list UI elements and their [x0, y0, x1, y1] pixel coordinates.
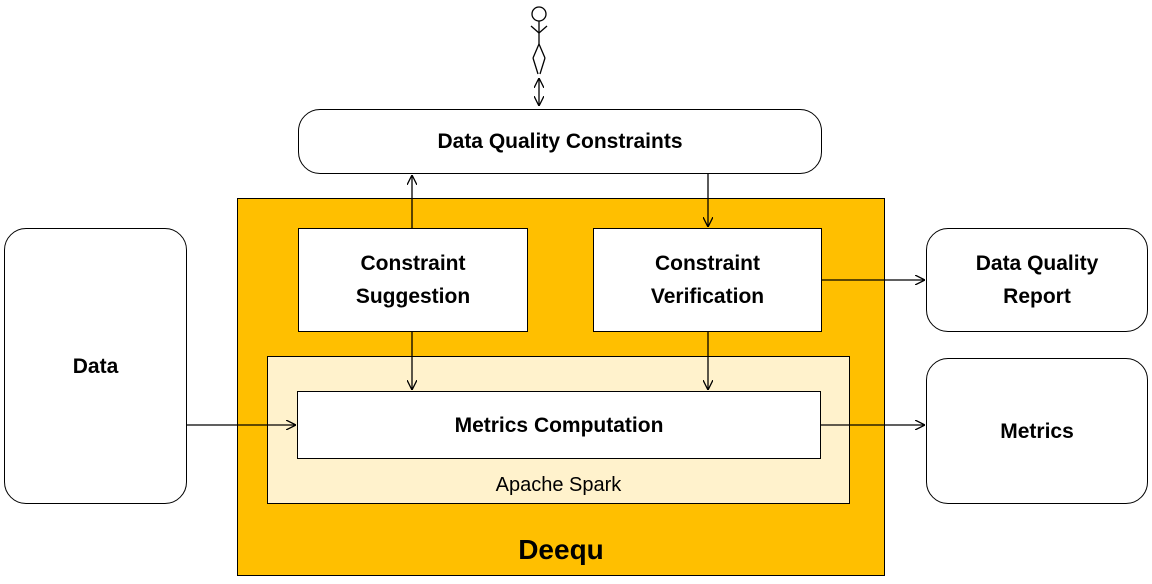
data-quality-report-box: Data Quality Report [926, 228, 1148, 332]
constraint-verification-label: Constraint Verification [650, 252, 765, 308]
constraint-verification-box: Constraint Verification [593, 228, 822, 332]
stick-figure-icon [530, 6, 548, 75]
metrics-box: Metrics [926, 358, 1148, 504]
data-label: Data [72, 354, 119, 378]
apache-spark-label: Apache Spark [495, 474, 622, 496]
data-quality-constraints-label: Data Quality Constraints [437, 130, 683, 153]
deequ-label: Deequ [518, 534, 604, 565]
constraint-suggestion-label: Constraint Suggestion [355, 252, 471, 308]
metrics-computation-box: Metrics Computation [297, 391, 821, 459]
metrics-computation-label: Metrics Computation [454, 413, 664, 437]
data-quality-constraints-box: Data Quality Constraints [298, 109, 822, 174]
data-box: Data [4, 228, 187, 504]
metrics-label: Metrics [1000, 419, 1074, 443]
data-quality-report-label: Data Quality Report [975, 252, 1099, 308]
constraint-suggestion-box: Constraint Suggestion [298, 228, 528, 332]
